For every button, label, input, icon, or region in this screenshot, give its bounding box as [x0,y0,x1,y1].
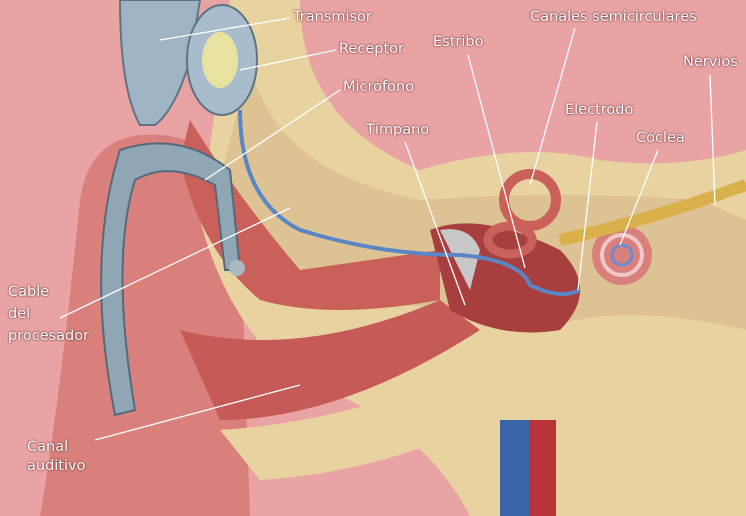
artery [530,420,556,516]
label-transmisor: Transmisor [293,9,372,25]
semicircular-canal [483,221,537,259]
label-estribo: Estribo [433,34,484,50]
label-microfono: Micrófono [343,79,415,95]
label-canal-line2: auditivo [27,458,86,474]
nerves [558,179,746,246]
label-canal-auditivo: Canal auditivo [27,438,85,476]
label-cable-line3: procesador [8,328,90,344]
outer-ear [40,134,250,516]
muscle-tissue [180,120,440,310]
lower-bone [220,340,560,480]
semicircular-canals [499,169,561,231]
label-timpano: Tímpano [366,122,430,138]
ossicles [440,229,480,290]
label-cable-del-procesador: Cable del procesador [8,283,89,346]
vein [500,420,530,516]
label-canales-semicirculares: Canales semicirculares [530,9,697,25]
electrode-array [610,243,634,267]
label-canal-line1: Canal [27,439,69,455]
receiver-magnet [202,32,238,88]
label-coclea: Cóclea [636,130,685,146]
electrode-cable [238,109,581,296]
cochlea-spiral [600,233,644,277]
label-nervios: Nervios [683,54,738,70]
label-cable-line1: Cable [8,284,50,300]
transmitter [118,0,202,126]
label-cable-line2: del [8,306,31,322]
leader-lines [59,17,716,441]
ear-canal [180,300,480,420]
label-receptor: Receptor [339,41,404,57]
label-electrodo: Electrodo [565,102,634,118]
microphone-tip [229,260,245,276]
